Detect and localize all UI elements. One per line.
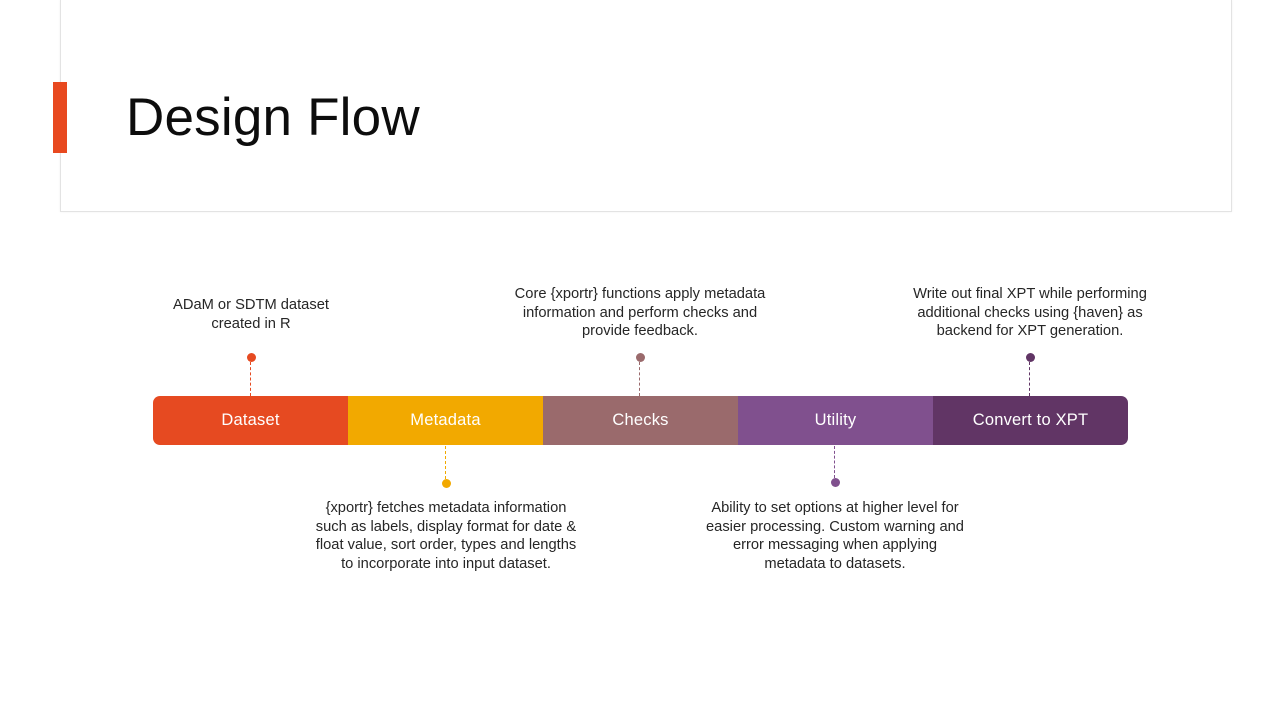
connector-checks-stem <box>639 362 640 396</box>
callout-utility: Ability to set options at higher level f… <box>669 499 1001 573</box>
flow-segment-utility-label: Utility <box>814 411 857 429</box>
callout-metadata-line-1: {xportr} fetches metadata information <box>325 500 567 516</box>
callout-dataset-line-1: ADaM or SDTM dataset <box>173 297 329 313</box>
callout-metadata-line-4: to incorporate into input dataset. <box>341 555 551 572</box>
flow-segment-checks[interactable]: Checks <box>543 396 738 445</box>
title-card <box>60 0 1232 212</box>
page-title: Design Flow <box>126 88 420 147</box>
callout-convert-line-3: backend for XPT generation. <box>936 323 1124 340</box>
callout-metadata-line-3: float value, sort order, types and lengt… <box>315 537 577 554</box>
callout-checks-line-1: Core {xportr} functions apply metadata <box>514 286 766 302</box>
connector-dataset-stem <box>250 362 251 396</box>
callout-utility-line-3: error messaging when applying <box>732 537 938 554</box>
connector-metadata-dot <box>441 479 451 488</box>
callout-checks-line-2: information and perform checks and <box>522 304 758 321</box>
callout-checks-line-3: provide feedback. <box>582 323 698 340</box>
callout-metadata-line-2: such as labels, display format for date … <box>315 518 577 535</box>
callout-utility-line-2: easier processing. Custom warning and <box>706 518 964 535</box>
callout-dataset-line-2: created in R <box>211 315 291 332</box>
callout-checks: Core {xportr} functions apply metadata i… <box>480 285 800 341</box>
title-accent-bar <box>53 82 67 153</box>
callout-utility-line-1: Ability to set options at higher level f… <box>711 500 959 516</box>
callout-convert-line-1: Write out final XPT while performing <box>913 286 1147 302</box>
connector-utility-dot <box>830 478 840 487</box>
flow-segment-checks-label: Checks <box>612 411 669 429</box>
callout-convert: Write out final XPT while performing add… <box>875 285 1185 341</box>
flow-segment-dataset-label: Dataset <box>221 411 280 429</box>
flow-segment-utility[interactable]: Utility <box>738 396 933 445</box>
flow-segment-metadata-label: Metadata <box>410 411 481 429</box>
connector-convert-stem <box>1029 362 1030 396</box>
connector-metadata-stem <box>445 446 446 479</box>
flow-segment-convert-to-xpt-label: Convert to XPT <box>972 411 1089 429</box>
callout-dataset: ADaM or SDTM dataset created in R <box>132 296 370 333</box>
flow-segment-metadata[interactable]: Metadata <box>348 396 543 445</box>
connector-checks-dot <box>635 353 645 362</box>
callout-convert-line-2: additional checks using {haven} as <box>917 304 1143 321</box>
callout-utility-line-4: metadata to datasets. <box>764 555 906 572</box>
callout-metadata: {xportr} fetches metadata information su… <box>280 499 612 573</box>
connector-convert-dot <box>1025 353 1035 362</box>
connector-dataset-dot <box>246 353 256 362</box>
flow-segment-dataset[interactable]: Dataset <box>153 396 348 445</box>
flow-segment-convert-to-xpt[interactable]: Convert to XPT <box>933 396 1128 445</box>
design-flow-bar: Dataset Metadata Checks Utility Convert … <box>153 396 1128 445</box>
connector-utility-stem <box>834 446 835 478</box>
